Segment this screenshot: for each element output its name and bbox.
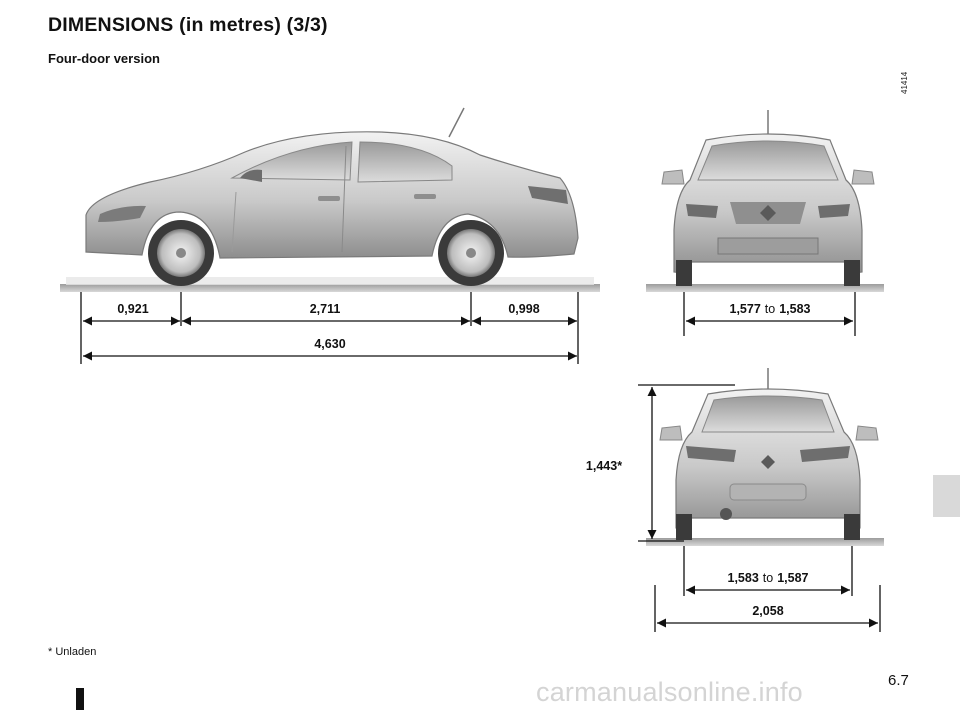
front-wheel xyxy=(148,220,214,286)
windscreen xyxy=(697,140,839,181)
front-tyre-right xyxy=(844,260,860,286)
taillight-right xyxy=(800,446,850,462)
lower-air-intake xyxy=(717,237,819,255)
rear-track-dimension xyxy=(683,546,853,596)
ground-line-side xyxy=(60,284,600,292)
door-handle-rear xyxy=(414,194,436,199)
side-dimensions xyxy=(80,292,579,364)
headlight-right xyxy=(818,204,850,218)
right-mirror-front xyxy=(851,169,875,185)
page-number: 6.7 xyxy=(888,672,909,689)
headlight-left xyxy=(686,204,718,218)
rear-window xyxy=(701,395,835,433)
height-dimension xyxy=(638,384,735,542)
chapter-tab xyxy=(933,475,960,517)
ground-line-front xyxy=(646,284,884,292)
rear-overhang-label: 0,998 xyxy=(508,302,539,316)
rear-wheel xyxy=(438,220,504,286)
overall-width-label: 2,058 xyxy=(752,604,783,618)
headlight-side xyxy=(98,205,146,222)
tow-hitch xyxy=(720,508,732,520)
rear-tyre-left xyxy=(676,514,692,540)
rear-side-window xyxy=(357,141,453,183)
brand-logo xyxy=(760,205,776,221)
left-mirror-rear xyxy=(659,425,683,441)
front-track-dimension xyxy=(683,292,856,336)
licence-plate-recess xyxy=(729,483,807,501)
left-mirror-front xyxy=(661,169,685,185)
overall-width-dimension xyxy=(654,585,881,632)
car-side-view xyxy=(60,107,600,292)
image-reference-text: 41414 xyxy=(900,71,909,94)
page-subtitle: Four-door version xyxy=(48,51,160,66)
height-label: 1,443* xyxy=(586,459,622,473)
watermark: carmanualsonline.info xyxy=(536,677,803,707)
overall-length-label: 4,630 xyxy=(314,337,345,351)
ground-line-rear xyxy=(646,538,884,546)
car-body-side xyxy=(85,131,579,259)
image-reference-code: 41414 xyxy=(900,71,909,94)
wheelbase-label: 2,711 xyxy=(310,302,341,316)
right-mirror-rear xyxy=(855,425,879,441)
taillight-left xyxy=(686,446,736,462)
car-front-view xyxy=(646,110,884,292)
margin-marker xyxy=(76,688,84,710)
taillight-side xyxy=(528,186,568,204)
page-title: DIMENSIONS (in metres) (3/3) xyxy=(48,14,328,36)
front-overhang-label: 0,921 xyxy=(117,302,148,316)
door-handle-front xyxy=(318,196,340,201)
antenna xyxy=(448,107,465,138)
rear-tyre-right xyxy=(844,514,860,540)
footnote: * Unladen xyxy=(48,646,97,658)
car-rear-view xyxy=(646,368,884,546)
side-mirror xyxy=(240,169,262,182)
brand-logo-rear xyxy=(761,455,775,469)
front-tyre-left xyxy=(676,260,692,286)
